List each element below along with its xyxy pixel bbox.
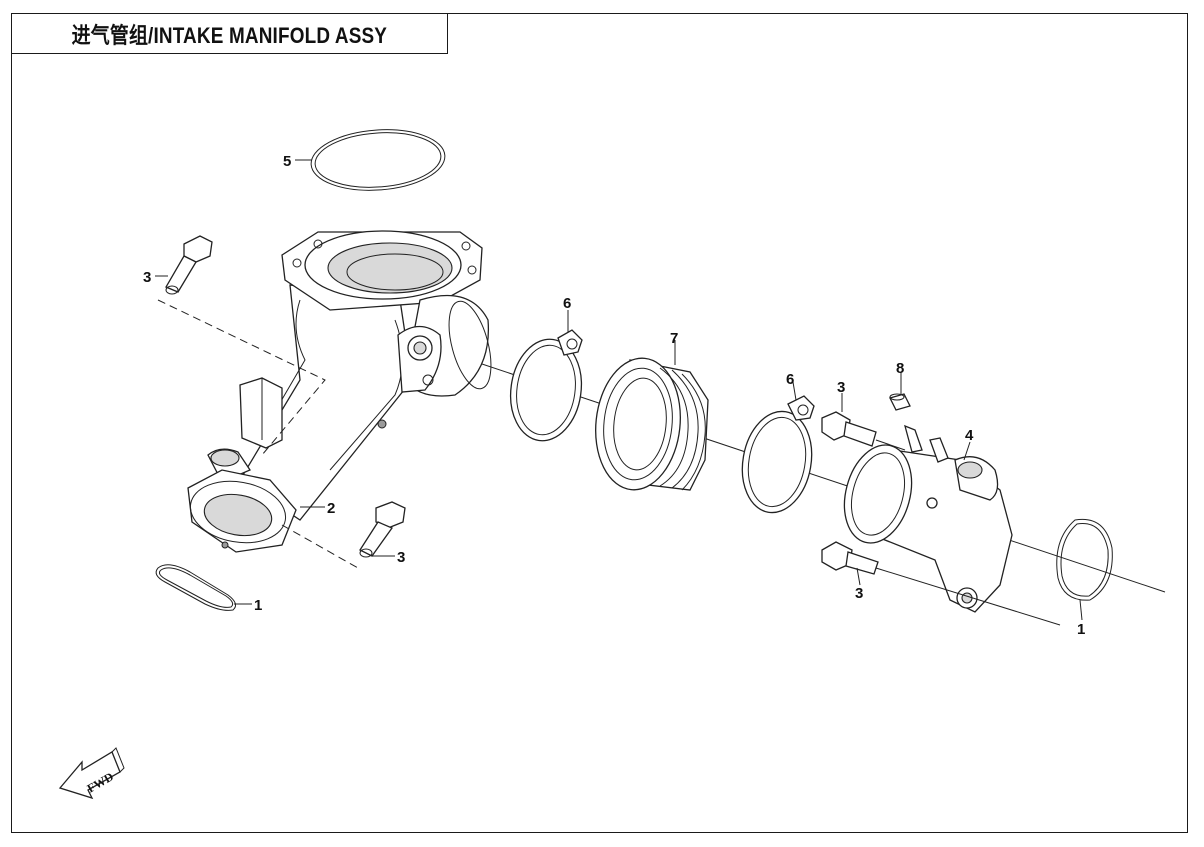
callout-3a: 3 — [143, 269, 151, 286]
bolt-path-lower-left — [281, 524, 359, 569]
callout-6a: 6 — [563, 295, 571, 312]
drawing-frame — [11, 13, 1188, 833]
part-8-cap — [889, 393, 911, 411]
callout-4: 4 — [965, 427, 974, 444]
callout-3c: 3 — [837, 379, 845, 396]
part-6-clamp-right — [741, 395, 815, 514]
part-5-o-ring — [310, 129, 446, 191]
callout-1a: 1 — [254, 597, 262, 614]
part-1-gasket-right — [1056, 518, 1113, 601]
part-6-clamp-left — [509, 329, 583, 442]
fwd-arrow-icon: FWD — [58, 747, 125, 800]
callout-3d: 3 — [855, 585, 863, 602]
page-title: 进气管组/INTAKE MANIFOLD ASSY — [71, 22, 388, 48]
callout-1b: 1 — [1077, 621, 1085, 638]
callout-2: 2 — [327, 500, 335, 517]
callout-8: 8 — [896, 360, 904, 377]
assembly-axis-line — [469, 359, 1166, 593]
part-7-rubber-boot — [595, 357, 709, 491]
part-2-intake-manifold — [187, 230, 492, 553]
callout-6b: 6 — [786, 371, 794, 388]
bolt-path-upper-left — [157, 299, 326, 456]
part-3-bolt-upper-left — [165, 235, 213, 295]
part-3-bolt-right-lower — [821, 541, 879, 575]
callout-7: 7 — [670, 330, 678, 347]
part-3-bolt-right-upper — [821, 411, 877, 447]
title-box: 进气管组/INTAKE MANIFOLD ASSY — [11, 13, 448, 54]
callout-5: 5 — [283, 153, 291, 170]
part-3-bolt-lower-left — [359, 501, 406, 558]
part-1-gasket-left — [155, 564, 237, 611]
callout-3b: 3 — [397, 549, 405, 566]
